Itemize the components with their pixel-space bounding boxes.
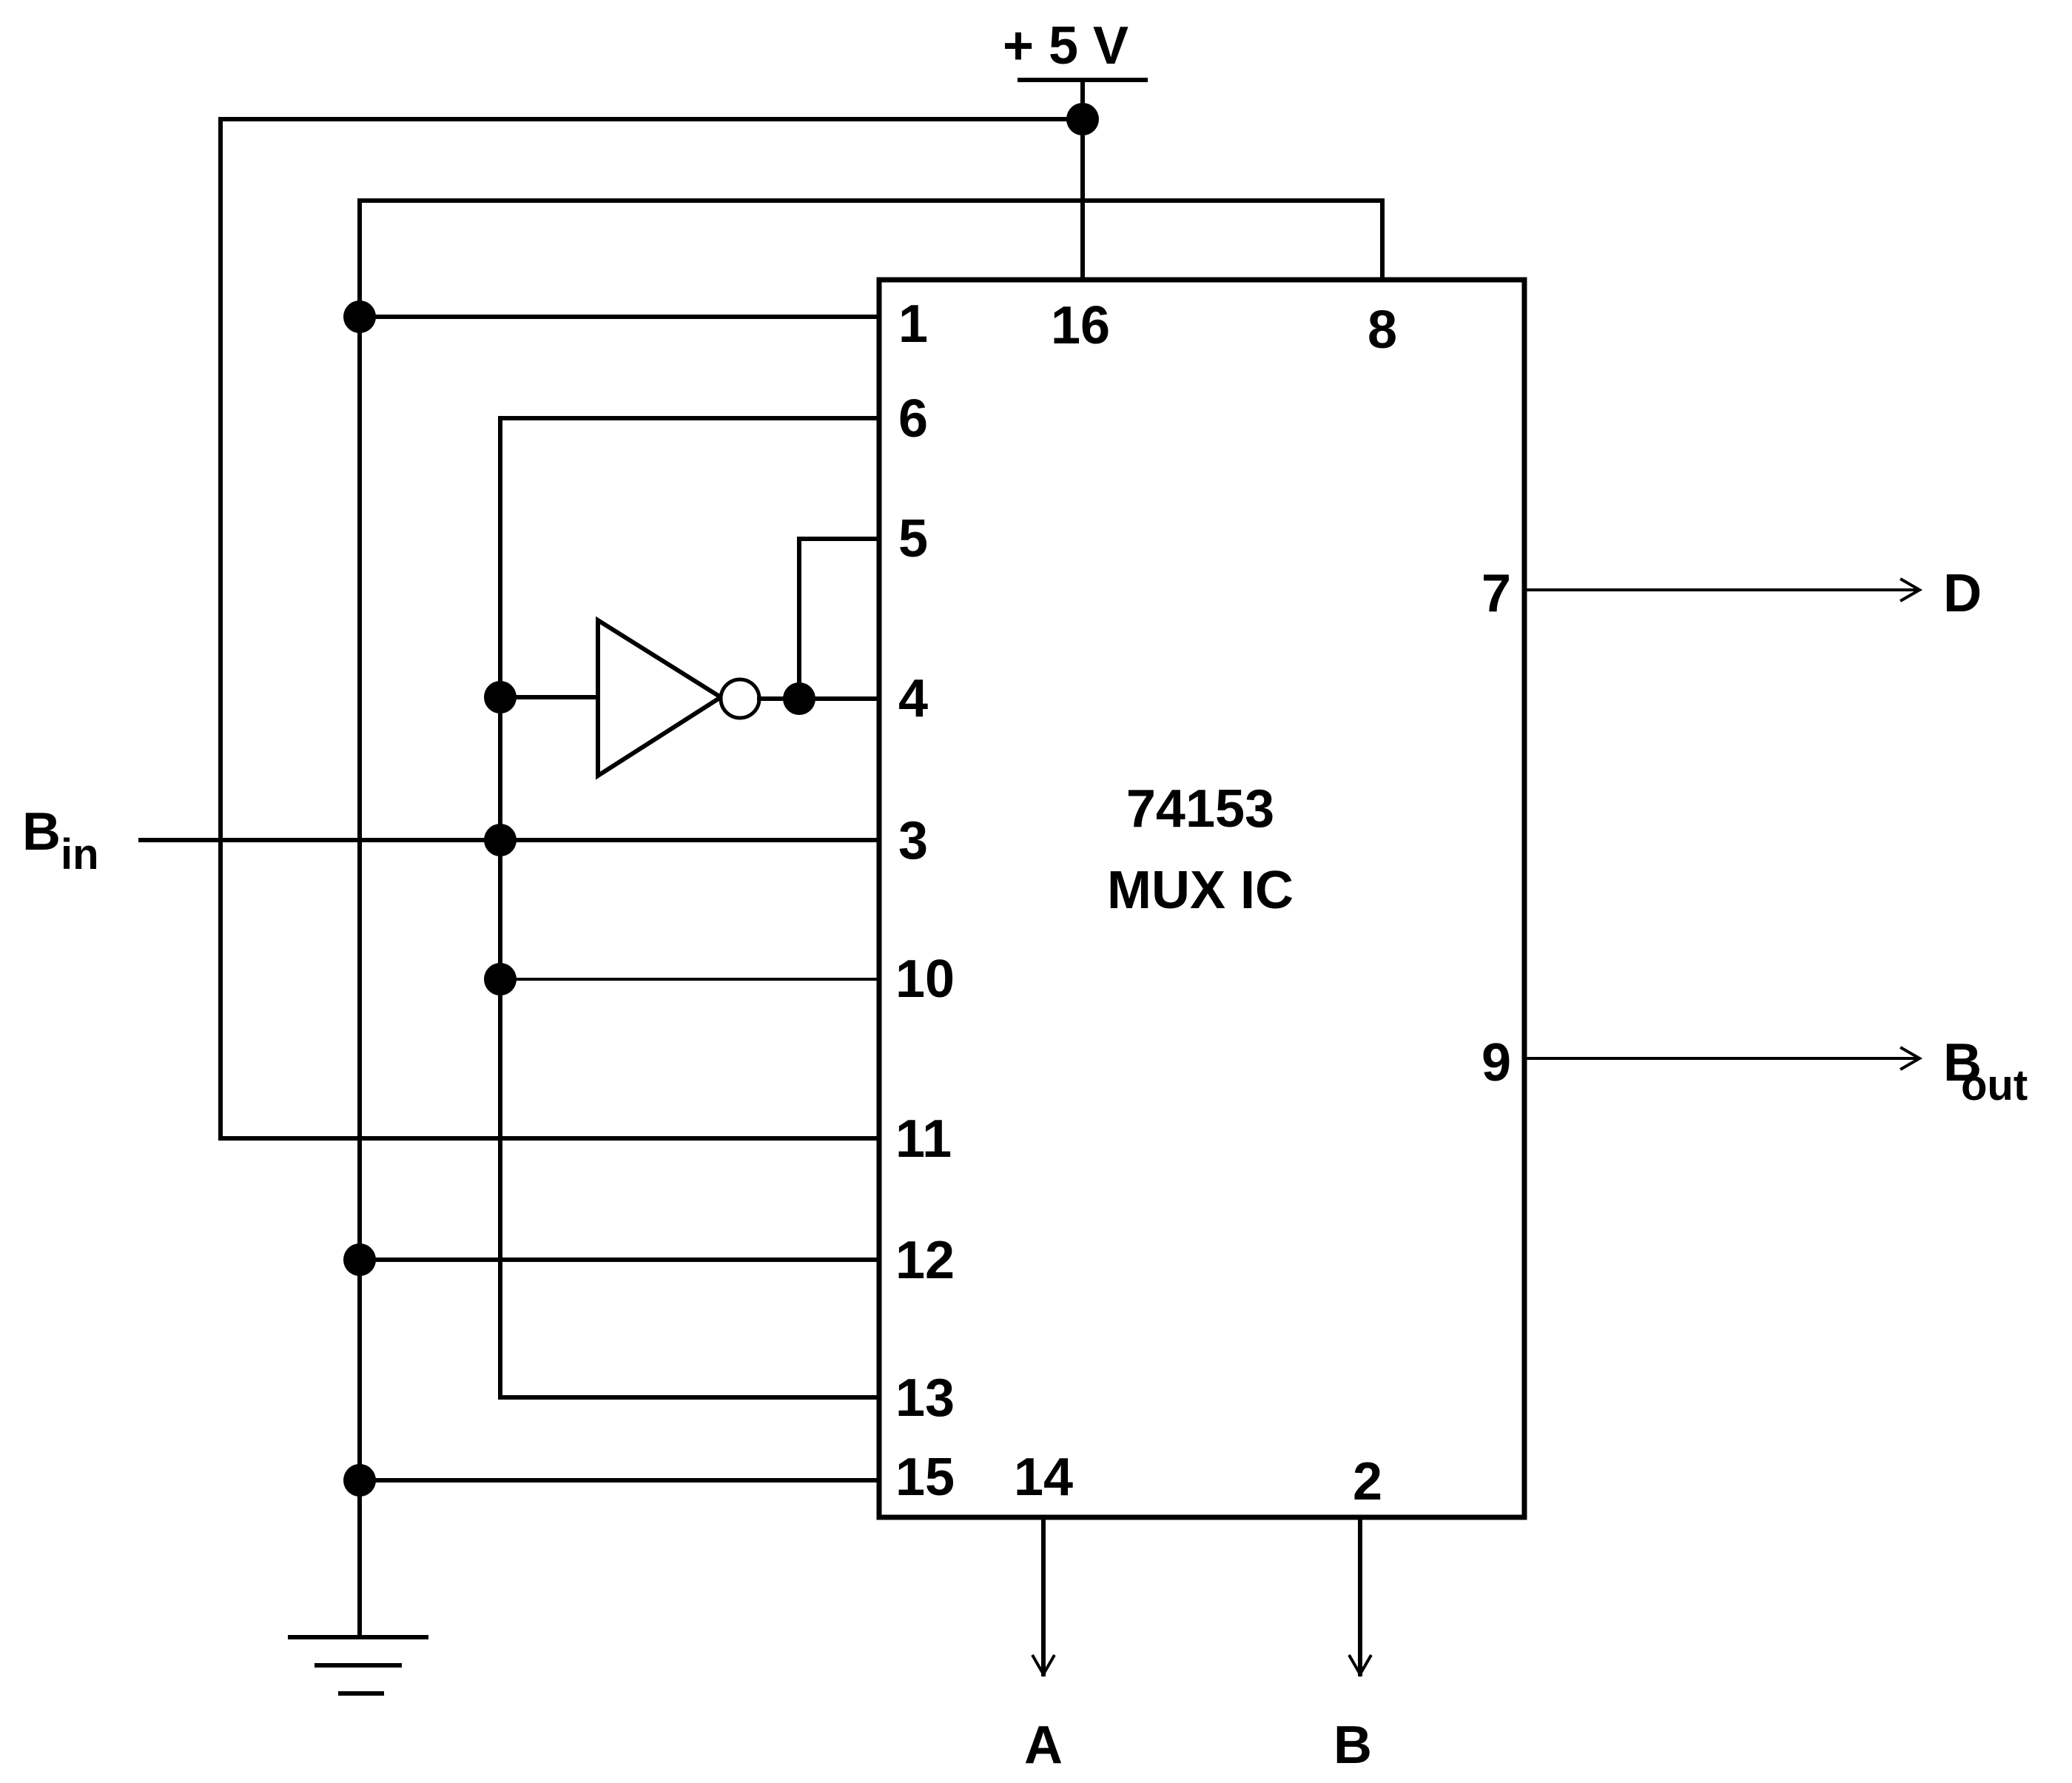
output-d-arrow-icon bbox=[1900, 577, 1923, 602]
bin-junction-dot bbox=[484, 824, 517, 856]
ground-symbol bbox=[288, 1635, 428, 1696]
pin-label-9: 9 bbox=[1481, 1033, 1511, 1092]
chip-description: MUX IC bbox=[1107, 861, 1294, 920]
pin-label-8: 8 bbox=[1368, 300, 1397, 360]
pin-label-16: 16 bbox=[1051, 296, 1110, 355]
inverter-output-bubble bbox=[719, 677, 761, 720]
pin-label-3: 3 bbox=[898, 811, 928, 870]
chip-part-number: 74153 bbox=[1126, 779, 1274, 839]
output-bout-base: B bbox=[1943, 1033, 1982, 1092]
pin-label-13: 13 bbox=[895, 1369, 955, 1428]
pin-label-12: 12 bbox=[895, 1231, 955, 1290]
pin-label-7: 7 bbox=[1481, 564, 1511, 623]
inverter-gate bbox=[596, 616, 725, 780]
pin-label-4: 4 bbox=[898, 669, 928, 728]
inverter-input-junction-dot bbox=[484, 681, 517, 713]
pin-label-6: 6 bbox=[898, 389, 928, 449]
input-bin-subscript: in bbox=[61, 830, 99, 879]
pin6-wire bbox=[498, 416, 881, 1400]
pin15-junction-dot bbox=[343, 1464, 376, 1497]
pin-label-11: 11 bbox=[895, 1109, 952, 1169]
pin8-ground-wire bbox=[357, 198, 1385, 1639]
pin-label-5: 5 bbox=[898, 509, 928, 568]
select-b-label: B bbox=[1333, 1716, 1372, 1775]
pin-label-2: 2 bbox=[1353, 1452, 1382, 1511]
output-bout-subscript: out bbox=[1961, 1061, 2028, 1109]
input-bin-base: B bbox=[22, 802, 61, 862]
pin-label-10: 10 bbox=[895, 950, 955, 1009]
select-a-arrow-icon bbox=[1031, 1654, 1056, 1678]
output-bout-label: Bout bbox=[1943, 1033, 2028, 1109]
pin5-wire bbox=[797, 537, 881, 701]
pin-label-15: 15 bbox=[895, 1448, 955, 1507]
supply-to-pin11-wire bbox=[218, 117, 1085, 1141]
mux-chip-body bbox=[876, 277, 1527, 1520]
input-bin-label: Bin bbox=[22, 802, 99, 879]
pin12-junction-dot bbox=[343, 1243, 376, 1276]
output-d-label: D bbox=[1943, 564, 1982, 623]
select-a-label: A bbox=[1024, 1716, 1063, 1775]
supply-label: + 5 V bbox=[1003, 16, 1128, 75]
output-bout-arrow-icon bbox=[1900, 1046, 1923, 1071]
pin-label-1: 1 bbox=[898, 295, 928, 354]
select-b-arrow-icon bbox=[1348, 1654, 1373, 1678]
pin10-junction-dot bbox=[484, 963, 517, 995]
pin1-junction-dot bbox=[343, 300, 376, 333]
pin4-junction-dot bbox=[783, 682, 815, 715]
pin-label-14: 14 bbox=[1014, 1448, 1073, 1507]
